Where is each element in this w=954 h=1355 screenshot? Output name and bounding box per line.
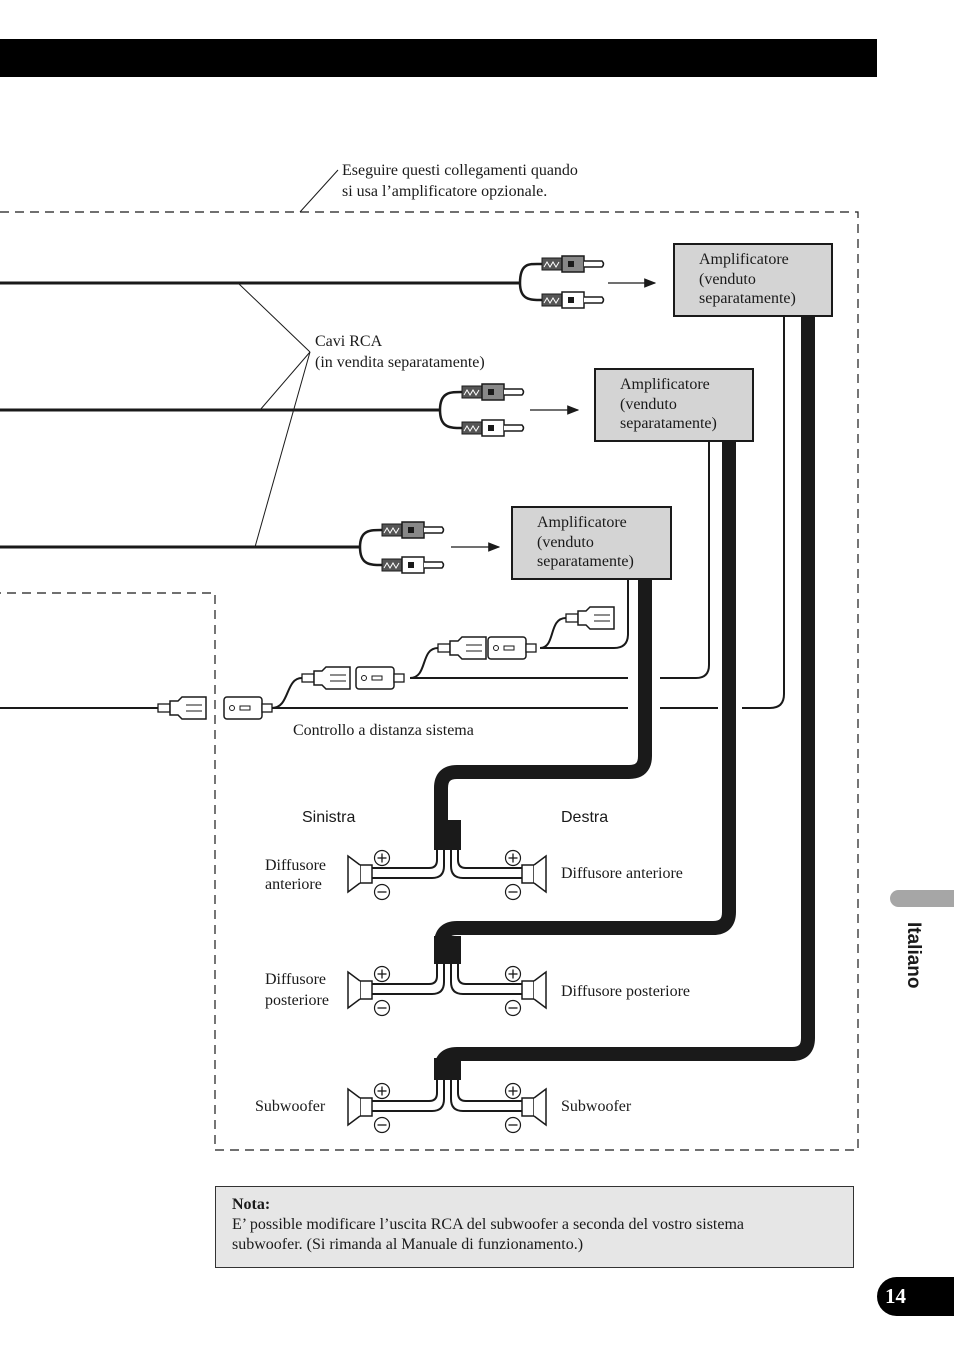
amp-1-line-1: Amplificatore	[699, 251, 789, 268]
rca-leader-lines	[237, 282, 311, 548]
plus-icon	[504, 849, 522, 867]
remote-wires	[0, 316, 785, 709]
minus-icon	[504, 999, 522, 1017]
plus-icon	[373, 849, 391, 867]
amp-3-line-3: separatamente)	[537, 553, 634, 570]
subwoofer-pair	[347, 1080, 547, 1134]
left-side-label: Sinistra	[302, 809, 356, 826]
amp-1-line-2: (venduto	[699, 270, 756, 288]
rear-right-label: Diffusore posteriore	[561, 983, 690, 1000]
callout-line-2: si usa l’amplificatore opzionale.	[342, 183, 548, 200]
amp-2-line-1: Amplificatore	[620, 376, 710, 393]
note-line-2: subwoofer. (Si rimanda al Manuale di fun…	[232, 1236, 584, 1253]
callout-leader	[299, 169, 339, 213]
rca-label-line-2: (in vendita separatamente)	[315, 354, 485, 371]
rca-plug-3-b	[381, 556, 445, 574]
right-side-label: Destra	[561, 809, 609, 826]
minus-icon	[504, 883, 522, 901]
minus-icon	[373, 999, 391, 1017]
amp-2-line-2: (venduto	[620, 395, 677, 413]
thick-cable-bundles	[434, 820, 461, 1080]
remote-connector-male-3	[437, 636, 487, 660]
front-left-label-2: anteriore	[265, 876, 322, 893]
minus-icon	[373, 1116, 391, 1134]
note-line-1: E’ possible modificare l’uscita RCA del …	[232, 1216, 745, 1233]
rear-left-label-1: Diffusore	[265, 971, 327, 988]
plus-icon	[373, 1082, 391, 1100]
front-right-label: Diffusore anteriore	[561, 865, 683, 882]
rca-plug-1-a	[541, 255, 605, 273]
note-title: Nota:	[232, 1196, 271, 1213]
rear-left-label-2: posteriore	[265, 992, 329, 1009]
remote-control-label: Controllo a distanza sistema	[293, 722, 474, 739]
rca-plug-2-b	[461, 419, 525, 437]
amp-3-line-1: Amplificatore	[537, 514, 627, 531]
rear-speaker-pair	[347, 964, 547, 1017]
minus-icon	[373, 883, 391, 901]
note-box: Nota: E’ possible modificare l’uscita RC…	[215, 1186, 854, 1268]
remote-connector-male-4	[565, 606, 615, 630]
rca-cable-2	[0, 390, 463, 430]
sub-right-label: Subwoofer	[561, 1098, 632, 1115]
optional-region-border	[0, 211, 859, 1151]
rca-plug-1-b	[541, 291, 605, 309]
front-left-label-1: Diffusore	[265, 857, 327, 874]
rca-plug-2-a	[461, 383, 525, 401]
language-label: Italiano	[900, 922, 926, 1002]
minus-icon	[504, 1116, 522, 1134]
rca-label-line-1: Cavi RCA	[315, 333, 383, 350]
remote-connector-male-2	[301, 666, 351, 690]
amp-1-line-3: separatamente)	[699, 290, 796, 307]
plus-icon	[504, 1082, 522, 1100]
remote-connector-female-2	[355, 666, 405, 690]
plus-icon	[373, 965, 391, 983]
sub-left-label: Subwoofer	[255, 1098, 326, 1115]
callout-line-1: Eseguire questi collegamenti quando	[342, 162, 578, 179]
amp-3-line-2: (venduto	[537, 533, 594, 551]
language-text: Italiano	[903, 922, 924, 989]
rca-plug-3-a	[381, 521, 445, 539]
rca-cable-3	[0, 528, 383, 567]
remote-connector-female-3	[487, 636, 537, 660]
front-speaker-pair	[347, 849, 547, 901]
amp-2-line-3: separatamente)	[620, 415, 717, 432]
language-tab	[890, 890, 954, 907]
amplifier-box-2: Amplificatore (venduto separatamente)	[594, 368, 754, 442]
remote-connector-male-1	[157, 696, 207, 720]
rca-cable-1	[0, 262, 543, 302]
page-number: 14	[877, 1277, 954, 1316]
plus-icon	[504, 965, 522, 983]
remote-connector-female-1	[223, 696, 273, 720]
header-bar	[0, 39, 877, 77]
amplifier-box-3: Amplificatore (venduto separatamente)	[511, 506, 672, 580]
amplifier-box-1: Amplificatore (venduto separatamente)	[673, 243, 833, 317]
